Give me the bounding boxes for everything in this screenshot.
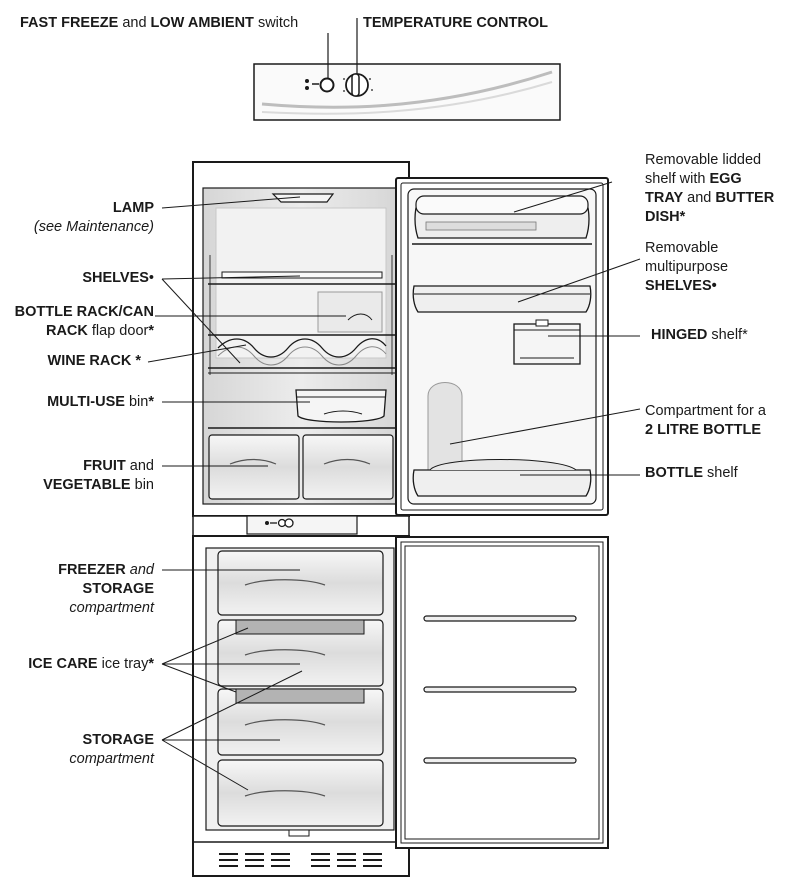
fridge-cabinet — [192, 161, 410, 517]
control-panel — [253, 63, 561, 121]
lamp — [271, 193, 335, 203]
crisper-left — [208, 434, 300, 500]
label-shelves: SHELVES• — [82, 270, 154, 286]
label-fruit-vegetable-bin: FRUIT and VEGETABLE bin — [43, 458, 154, 493]
label-hinged-shelf: HINGED shelf* — [651, 327, 748, 343]
wine-rack — [217, 338, 387, 358]
bottle-compartment — [427, 382, 463, 470]
label-storage: STORAGE compartment — [69, 732, 154, 767]
label-multipurpose-shelves: Removable multipurpose SHELVES• — [645, 240, 729, 294]
label-wine-rack: WINE RACK * — [47, 353, 141, 369]
fridge-door — [395, 177, 609, 516]
shelf-upper — [221, 271, 383, 279]
freezer-door-rail-1 — [423, 615, 577, 622]
label-bottle-compartment: Compartment for a 2 LITRE BOTTLE — [645, 403, 766, 438]
freezer-drawer-1 — [217, 550, 384, 616]
freezer-cabinet — [192, 535, 410, 877]
label-lidded-shelf: Removable lidded shelf with EGG TRAY and… — [645, 152, 775, 225]
label-temperature-control: TEMPERATURE CONTROL — [363, 15, 549, 31]
hinged-shelf — [513, 323, 581, 365]
multi-use-bin — [295, 389, 387, 423]
bottle-shelf — [412, 469, 592, 497]
freezer-door-rail-2 — [423, 686, 577, 693]
label-multi-use-bin: MULTI-USE bin* — [47, 394, 154, 410]
label-bottle-rack: BOTTLE RACK/CAN RACK flap door* — [14, 304, 154, 339]
freezer-control-panel — [246, 515, 358, 535]
label-lamp: LAMP (see Maintenance) — [33, 200, 154, 235]
label-ice-care-tray: ICE CARE ice tray* — [28, 656, 154, 672]
freezer-drawer-4 — [217, 759, 384, 827]
freezer-door-rail-3 — [423, 757, 577, 764]
bottle-rack-flap — [317, 291, 383, 333]
leader-lines — [147, 181, 641, 791]
fast-freeze-switch[interactable] — [319, 77, 335, 93]
label-freezer-storage: FREEZER and STORAGE compartment — [58, 562, 154, 616]
crisper-right — [302, 434, 394, 500]
label-bottle-shelf: BOTTLE shelf — [645, 465, 738, 481]
label-fast-freeze-switch: FAST FREEZE and LOW AMBIENT switch — [20, 15, 299, 31]
freezer-door — [395, 536, 609, 849]
door-shelf — [412, 285, 592, 313]
vent-grille — [219, 853, 382, 867]
